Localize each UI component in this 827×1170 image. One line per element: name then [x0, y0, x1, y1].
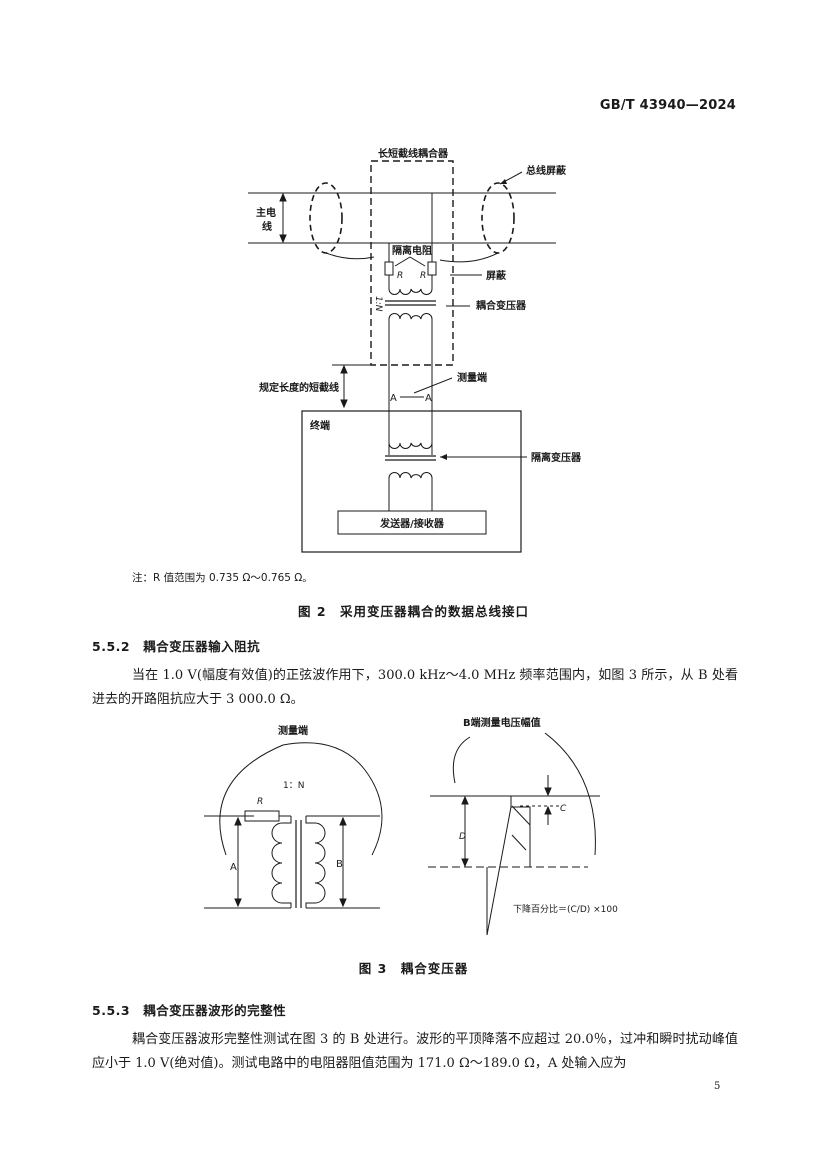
terminal-box [301, 410, 522, 553]
label-terminal: 终端 [310, 419, 330, 432]
label-droop-formula: 下降百分比＝(C/D) ×100 [513, 903, 618, 915]
waveform-arc-left [452, 736, 471, 784]
label-c: C [560, 804, 567, 814]
label-ratio-fig2: 1:N [373, 296, 383, 312]
label-a: A [230, 862, 237, 873]
pulse-top [510, 796, 531, 867]
label-measure-point: 测量端 [457, 371, 487, 384]
figure-3-diagram: 测量端 1：N R A B B端测量电压幅值 C D 下降百分比＝(C/D) ×… [204, 716, 618, 936]
label-coupler: 长短截线耦合器 [378, 147, 449, 160]
resistor-left [384, 261, 394, 276]
standard-code: GB/T 43940—2024 [599, 98, 736, 113]
label-a-right: A [425, 393, 432, 404]
pulse-bottom [486, 806, 512, 936]
label-main-line-1: 主电 [256, 206, 276, 219]
coupler-box [370, 160, 454, 366]
label-main-line-2: 线 [262, 220, 272, 233]
label-d: D [459, 832, 466, 842]
label-ratio-fig3: 1：N [283, 781, 304, 791]
section-5-5-2-title: 5.5.2 耦合变压器输入阻抗 [92, 639, 261, 654]
label-stub-length: 规定长度的短截线 [259, 381, 339, 394]
section-5-5-3-body: 耦合变压器波形完整性测试在图 3 的 B 处进行。波形的平顶降落不应超过 20.… [92, 1032, 738, 1071]
waveform-arc-right [544, 732, 596, 856]
measure-arc [219, 742, 383, 856]
figure-2-diagram: 长短截线耦合器 总线屏蔽 主电 线 隔离电阻 R R 屏蔽 1:N 耦合变压器 … [248, 147, 582, 553]
transceiver-box [337, 510, 487, 535]
label-isolation-resistor: 隔离电阻 [392, 244, 432, 257]
label-a-left: A [390, 393, 397, 404]
label-r-right: R [420, 271, 426, 281]
section-5-5-2-body: 当在 1.0 V(幅度有效值)的正弦波作用下，300.0 kHz～4.0 MHz… [92, 668, 738, 707]
resistor-right [427, 261, 437, 276]
figure-2-note: 注：R 值范围为 0.735 Ω～0.765 Ω。 [132, 572, 313, 584]
label-coupling-transformer: 耦合变压器 [476, 299, 527, 312]
label-isolation-transformer: 隔离变压器 [531, 451, 582, 464]
label-shield: 屏蔽 [485, 269, 507, 282]
resistor-r [244, 810, 280, 822]
label-r: R [257, 797, 263, 807]
figure-3-caption: 图 3 耦合变压器 [358, 961, 469, 976]
section-5-5-3-title: 5.5.3 耦合变压器波形的完整性 [92, 1003, 287, 1018]
figure-2-caption: 图 2 采用变压器耦合的数据总线接口 [297, 604, 530, 619]
label-b: B [336, 859, 343, 870]
label-transceiver: 发送器/接收器 [379, 517, 445, 530]
label-b-voltage: B端测量电压幅值 [463, 716, 541, 729]
label-r-left: R [397, 271, 403, 281]
label-bus-shield: 总线屏蔽 [526, 164, 567, 177]
page-number: 5 [714, 1081, 721, 1092]
label-measure-point-fig3: 测量端 [278, 724, 308, 737]
